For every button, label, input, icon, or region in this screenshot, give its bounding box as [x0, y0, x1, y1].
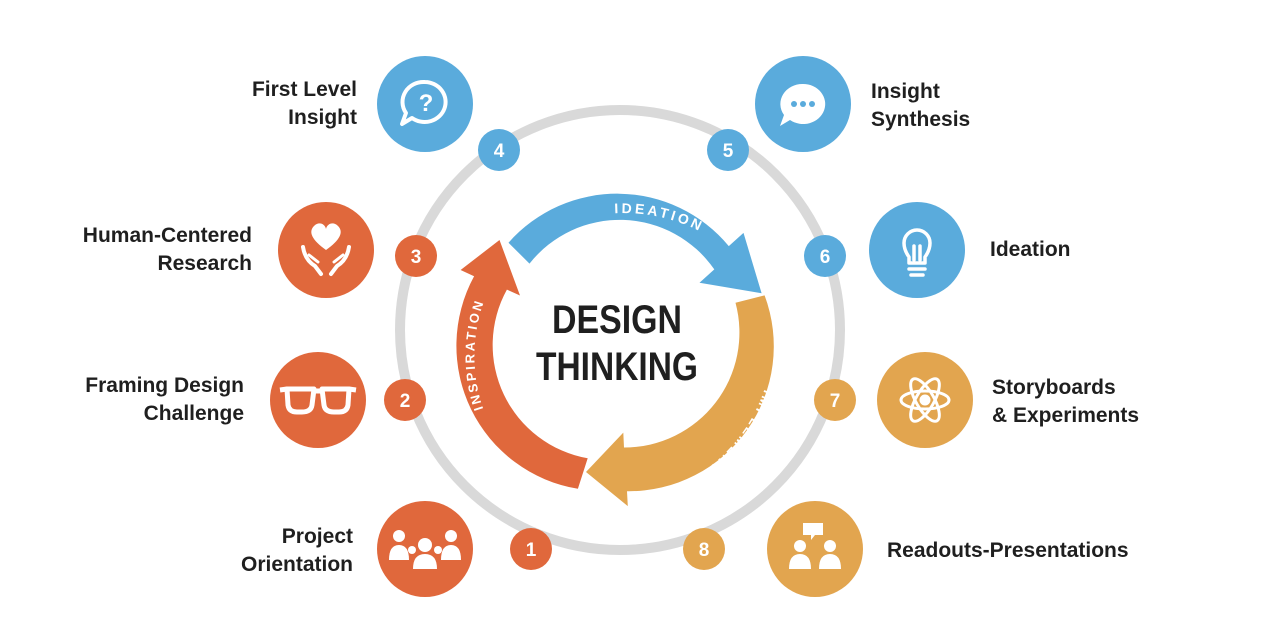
step-2: 2	[270, 352, 426, 448]
step-7: 7	[814, 352, 973, 448]
step-2-label: Framing Design Challenge	[85, 372, 244, 428]
atom-icon	[899, 377, 951, 423]
step-5-label-line1: Insight	[871, 80, 940, 103]
step-4-number: 4	[494, 141, 505, 162]
inspiration-arrow-label: INSPIRATION	[462, 297, 487, 413]
step-7-number-badge	[814, 379, 856, 421]
step-7-label-line1: Storyboards	[992, 376, 1116, 399]
step-8-label-line1: Readouts-Presentations	[887, 539, 1129, 562]
center-title-line1: DESIGN	[552, 298, 682, 342]
step-6-number: 6	[820, 247, 831, 268]
step-1-number-badge	[510, 528, 552, 570]
step-3-label-line1: Human-Centered	[82, 224, 252, 247]
step-4-label: First Level Insight	[252, 76, 357, 132]
step-6-number-badge	[804, 235, 846, 277]
step-7-number: 7	[830, 391, 841, 412]
step-3-label: Human-Centered Research	[83, 222, 252, 278]
glasses-icon	[279, 386, 357, 415]
ideation-arrow: IDEATION	[508, 193, 762, 294]
people-group-icon	[389, 530, 461, 569]
step-8-label: Readouts-Presentations	[887, 537, 1129, 565]
step-6-label-line1: Ideation	[990, 238, 1071, 261]
center-title-line2: THINKING	[536, 345, 698, 389]
step-2-number-badge	[384, 379, 426, 421]
step-3: 3	[278, 202, 437, 298]
step-1-number: 1	[526, 540, 537, 561]
step-2-number: 2	[400, 391, 411, 412]
step-7-label-line2: & Experiments	[992, 404, 1140, 427]
step-6: 6	[804, 202, 965, 298]
chat-dots-icon	[780, 83, 826, 126]
step-5: 5	[707, 56, 851, 171]
step-5-number: 5	[723, 141, 734, 162]
step-2-label-line1: Framing Design	[85, 374, 244, 397]
step-4: ? 4	[377, 56, 520, 171]
step-5-label-line2: Synthesis	[871, 108, 971, 131]
step-6-icon-circle	[869, 202, 965, 298]
step-3-label-line2: Research	[157, 252, 252, 275]
step-1-label-line2: Orientation	[240, 553, 353, 576]
step-3-number: 3	[411, 247, 422, 268]
step-4-icon-circle	[377, 56, 473, 152]
step-8: 8	[683, 501, 863, 597]
step-4-number-badge	[478, 129, 520, 171]
inspiration-arrow: INSPIRATION	[456, 240, 588, 489]
step-3-number-badge	[395, 235, 437, 277]
step-1: 1	[377, 501, 552, 597]
lightbulb-icon	[902, 228, 932, 277]
step-5-label: Insight Synthesis	[871, 78, 970, 134]
step-4-label-line2: Insight	[288, 106, 357, 129]
step-2-label-line2: Challenge	[143, 402, 244, 425]
outer-ring	[395, 105, 845, 555]
step-4-label-line1: First Level	[251, 78, 357, 101]
step-7-label: Storyboards & Experiments	[992, 374, 1139, 430]
step-8-icon-circle	[767, 501, 863, 597]
heart-hands-icon	[301, 223, 351, 276]
step-6-label: Ideation	[990, 236, 1071, 264]
svg-text:?: ?	[419, 90, 434, 117]
step-1-label-line1: Project	[281, 525, 353, 548]
presentation-icon	[789, 523, 841, 569]
step-8-number: 8	[699, 540, 710, 561]
step-8-number-badge	[683, 528, 725, 570]
question-bubble-icon: ?	[400, 79, 448, 126]
step-5-number-badge	[707, 129, 749, 171]
step-1-label: Project Orientation	[241, 523, 353, 579]
step-2-icon-circle	[270, 352, 366, 448]
